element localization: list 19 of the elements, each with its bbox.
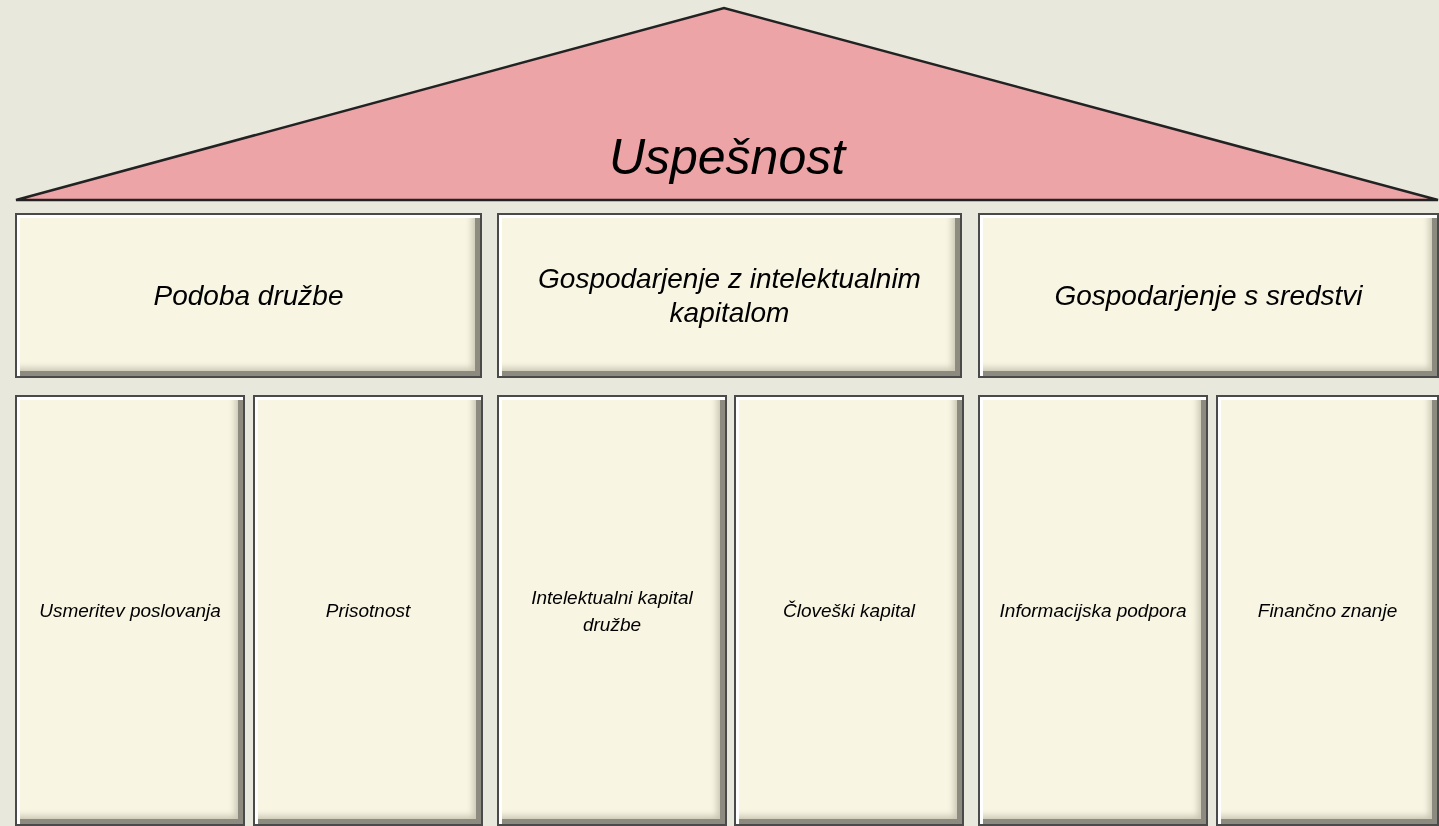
node-label: Informacijska podpora: [999, 599, 1187, 623]
pillar-box: [734, 395, 964, 826]
node-label: Gospodarjenje z intelektualnim kapitalom: [537, 261, 922, 330]
node-label: Podoba družbe: [153, 278, 344, 313]
pillar-header-box: [978, 213, 1439, 378]
node-label: Usmeritev poslovanja: [39, 599, 221, 623]
pillar-box: [1216, 395, 1439, 826]
node-label: Prisotnost: [325, 599, 411, 623]
node-label: Finančno znanje: [1257, 599, 1398, 623]
pillar-box: [978, 395, 1208, 826]
node-label: Človeški kapital: [783, 599, 915, 623]
pillar-box: [15, 395, 245, 826]
pillar-box: [253, 395, 483, 826]
node-label: Uspešnost: [608, 127, 846, 187]
pillar-header-box: [15, 213, 482, 378]
node-label: Intelektualni kapital družbe: [530, 585, 694, 637]
node-label: Gospodarjenje s sredstvi: [1054, 278, 1363, 313]
pillar-header-box: [497, 213, 962, 378]
pillar-box: [497, 395, 727, 826]
